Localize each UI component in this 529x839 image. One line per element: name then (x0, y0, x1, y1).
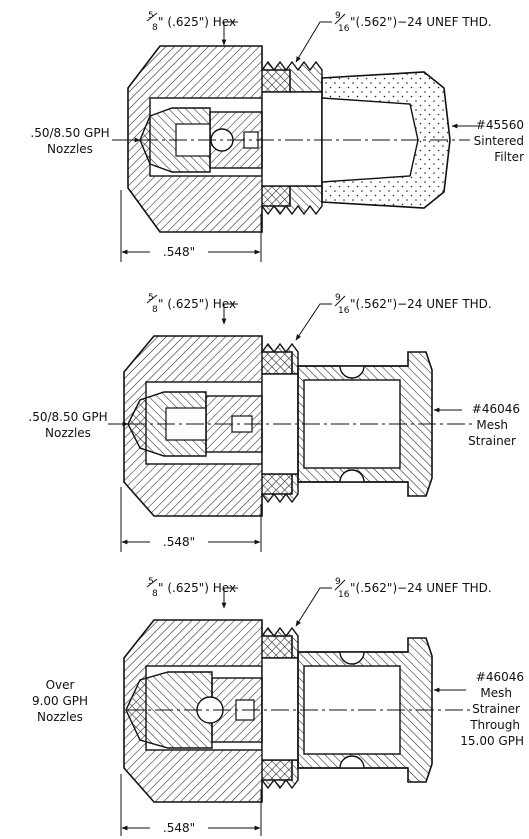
panel-mesh-strainer: 5 8 " (.625") Hex 9 16 "(.562")−24 UNEF … (28, 293, 520, 552)
thread-size-label: "(.562")−24 UNEF THD. (350, 15, 492, 29)
strainer-part-line-4: Through (469, 718, 520, 732)
thread-size-callout: 9 16 "(.562")−24 UNEF THD. (295, 11, 492, 63)
strainer-part-line-2: Mesh (476, 418, 508, 432)
filter-part-line-2: Sintered (474, 134, 524, 148)
filter-part-line-1: #45560 (476, 118, 524, 132)
nozzle-range-line-1: Over (46, 678, 75, 692)
nozzle-insert-section (125, 671, 263, 749)
hex-size-callout: 5 8 " (.625") Hex (146, 577, 238, 609)
hex-fraction-numerator: 5 (148, 577, 154, 587)
thread-fraction-numerator: 9 (335, 577, 341, 587)
hex-fraction-denominator: 8 (152, 589, 158, 599)
strainer-part-line-3: Strainer (472, 702, 520, 716)
thread-fraction-denominator: 16 (338, 306, 350, 316)
nozzle-range-line-2: Nozzles (47, 142, 93, 156)
thread-size-callout: 9 16 "(.562")−24 UNEF THD. (295, 293, 492, 341)
thread-size-callout: 9 16 "(.562")−24 UNEF THD. (295, 577, 492, 627)
thread-size-label: "(.562")−24 UNEF THD. (350, 581, 492, 595)
length-dimension-value: .548" (163, 821, 195, 835)
thread-size-label: "(.562")−24 UNEF THD. (350, 297, 492, 311)
thread-fraction-denominator: 16 (338, 24, 350, 34)
panel-sintered-filter: 5 8 " (.625") Hex 9 16 "(.562")−24 UNEF … (30, 11, 524, 262)
filter-part-label: #45560 Sintered Filter (451, 118, 524, 164)
length-dimension: .548" (120, 487, 262, 552)
nozzle-range-line-1: .50/8.50 GPH (30, 126, 109, 140)
length-dimension-value: .548" (163, 245, 195, 259)
strainer-part-line-1: #46046 (476, 670, 524, 684)
strainer-part-label: #46046 Mesh Strainer (433, 402, 520, 448)
nozzle-range-line-1: .50/8.50 GPH (28, 410, 107, 424)
strainer-part-line-3: Strainer (468, 434, 516, 448)
hex-fraction-numerator: 5 (148, 293, 154, 303)
nozzle-range-label: .50/8.50 GPH Nozzles (30, 126, 141, 156)
strainer-part-label: #46046 Mesh Strainer Through 15.00 GPH (433, 670, 524, 748)
nozzle-range-line-3: Nozzles (37, 710, 83, 724)
panel-mesh-strainer-high-flow: 5 8 " (.625") Hex 9 16 "(.562")−24 UNEF … (32, 577, 524, 836)
hex-fraction-denominator: 8 (152, 23, 158, 33)
hex-size-label: " (.625") Hex (158, 297, 236, 311)
hex-size-callout: 5 8 " (.625") Hex (146, 293, 238, 325)
thread-fraction-denominator: 16 (338, 590, 350, 600)
hex-size-label: " (.625") Hex (158, 15, 236, 29)
hex-fraction-numerator: 5 (148, 11, 154, 21)
hex-size-callout: 5 8 " (.625") Hex (146, 11, 238, 46)
nozzle-range-label: Over 9.00 GPH Nozzles (32, 678, 88, 724)
length-dimension: .548" (120, 190, 262, 262)
nozzle-range-line-2: Nozzles (45, 426, 91, 440)
thread-fraction-numerator: 9 (335, 293, 341, 303)
strainer-part-line-1: #46046 (472, 402, 520, 416)
nozzle-range-line-2: 9.00 GPH (32, 694, 88, 708)
hex-size-label: " (.625") Hex (158, 581, 236, 595)
length-dimension-value: .548" (163, 535, 195, 549)
strainer-part-line-5: 15.00 GPH (460, 734, 524, 748)
filter-part-line-3: Filter (494, 150, 524, 164)
hex-fraction-denominator: 8 (152, 305, 158, 315)
length-dimension: .548" (120, 774, 262, 836)
strainer-part-line-2: Mesh (480, 686, 512, 700)
thread-fraction-numerator: 9 (335, 11, 341, 21)
nozzle-range-label: .50/8.50 GPH Nozzles (28, 410, 129, 440)
